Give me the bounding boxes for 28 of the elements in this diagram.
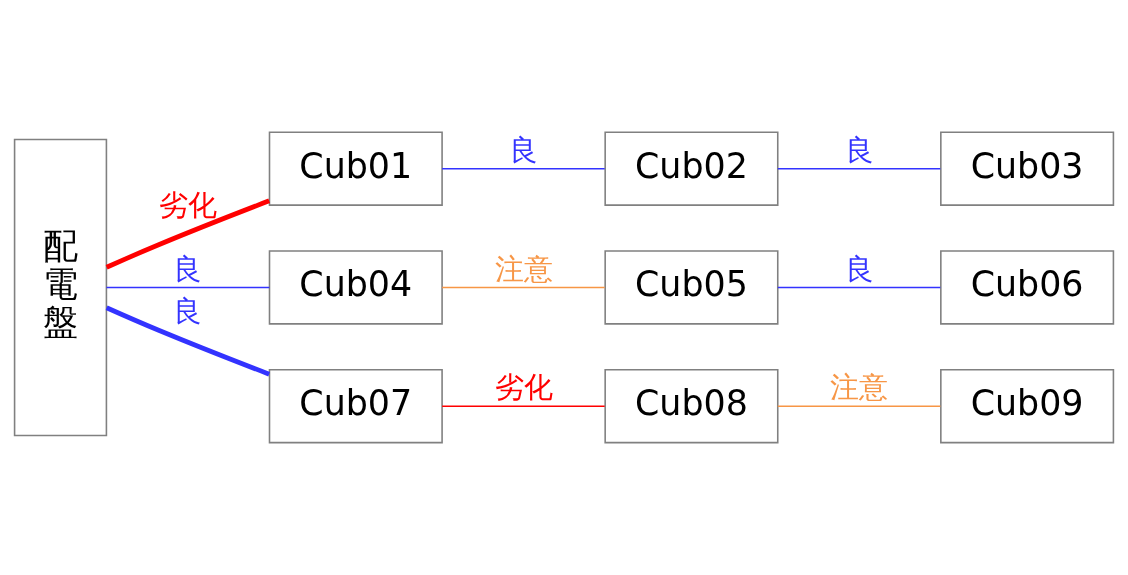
connector	[441, 405, 606, 408]
connector	[105, 286, 271, 289]
connector	[105, 198, 271, 270]
edge-label: 良	[509, 133, 539, 167]
connector	[777, 167, 942, 170]
connector	[105, 305, 271, 377]
edge-label: 注意	[494, 252, 553, 286]
edge-label: 注意	[830, 371, 889, 405]
edge-label: 劣化	[494, 371, 553, 405]
node-box: Cub08	[604, 369, 779, 444]
edge-label: 良	[173, 295, 203, 329]
node-box: 配電盤	[13, 138, 108, 437]
node-box: Cub05	[604, 250, 779, 325]
connector	[777, 286, 942, 289]
connector	[441, 167, 606, 170]
node-box: Cub02	[604, 131, 779, 206]
edge-label: 劣化	[158, 189, 217, 223]
node-box: Cub01	[268, 131, 443, 206]
node-box: Cub06	[940, 250, 1115, 325]
node-box: Cub09	[940, 369, 1115, 444]
connector	[777, 405, 942, 408]
node-box: Cub07	[268, 369, 443, 444]
node-box: Cub03	[940, 131, 1115, 206]
edge-label: 良	[844, 252, 874, 286]
edge-label: 良	[844, 133, 874, 167]
edge-label: 良	[173, 252, 203, 286]
node-box: Cub04	[268, 250, 443, 325]
connector	[441, 286, 606, 289]
